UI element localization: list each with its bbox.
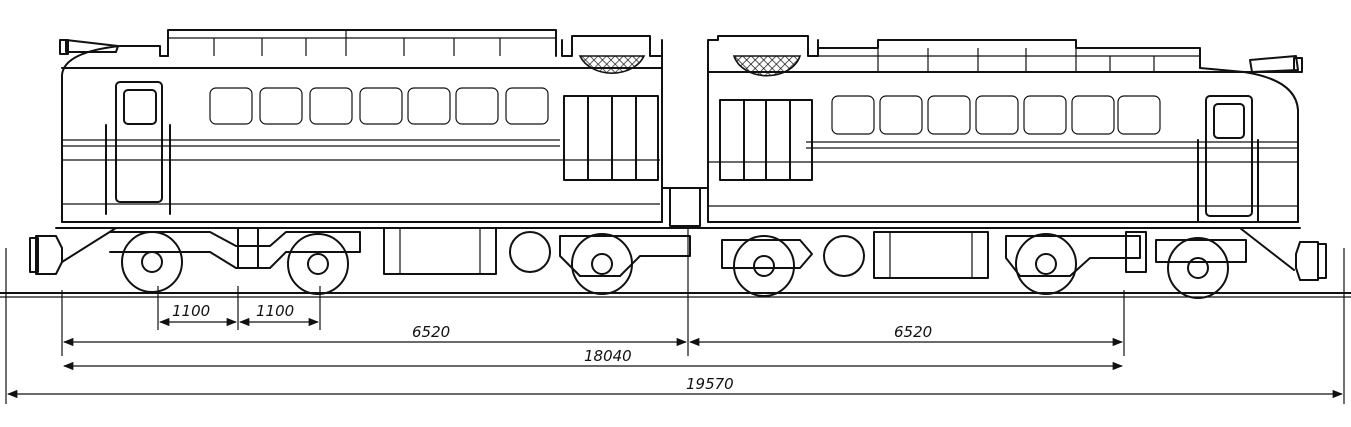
wheel — [733, 235, 795, 297]
dimension-bogie-centers-right: 6520 — [894, 323, 932, 341]
dimension-lines — [5, 228, 1345, 404]
section-coupling — [661, 187, 709, 227]
left-louver-windows — [209, 87, 549, 125]
rail-line — [0, 292, 1351, 298]
wheel — [1015, 233, 1077, 295]
dimension-axle-spacing-2: 1100 — [256, 302, 294, 320]
dimension-axle-spacing-1: 1100 — [172, 302, 210, 320]
dimension-total-bogie-span: 18040 — [584, 347, 632, 365]
left-section-body — [59, 29, 663, 223]
dimension-overall-length: 19570 — [686, 375, 734, 393]
right-section-body — [707, 35, 1303, 223]
dimension-bogie-centers-left: 6520 — [412, 323, 450, 341]
underframe — [29, 227, 1327, 281]
wheel — [571, 233, 633, 295]
wheel — [1167, 237, 1229, 299]
wheel — [121, 231, 183, 293]
right-louver-windows — [831, 95, 1161, 135]
wheel — [287, 233, 349, 295]
wheelsets — [109, 227, 1247, 299]
